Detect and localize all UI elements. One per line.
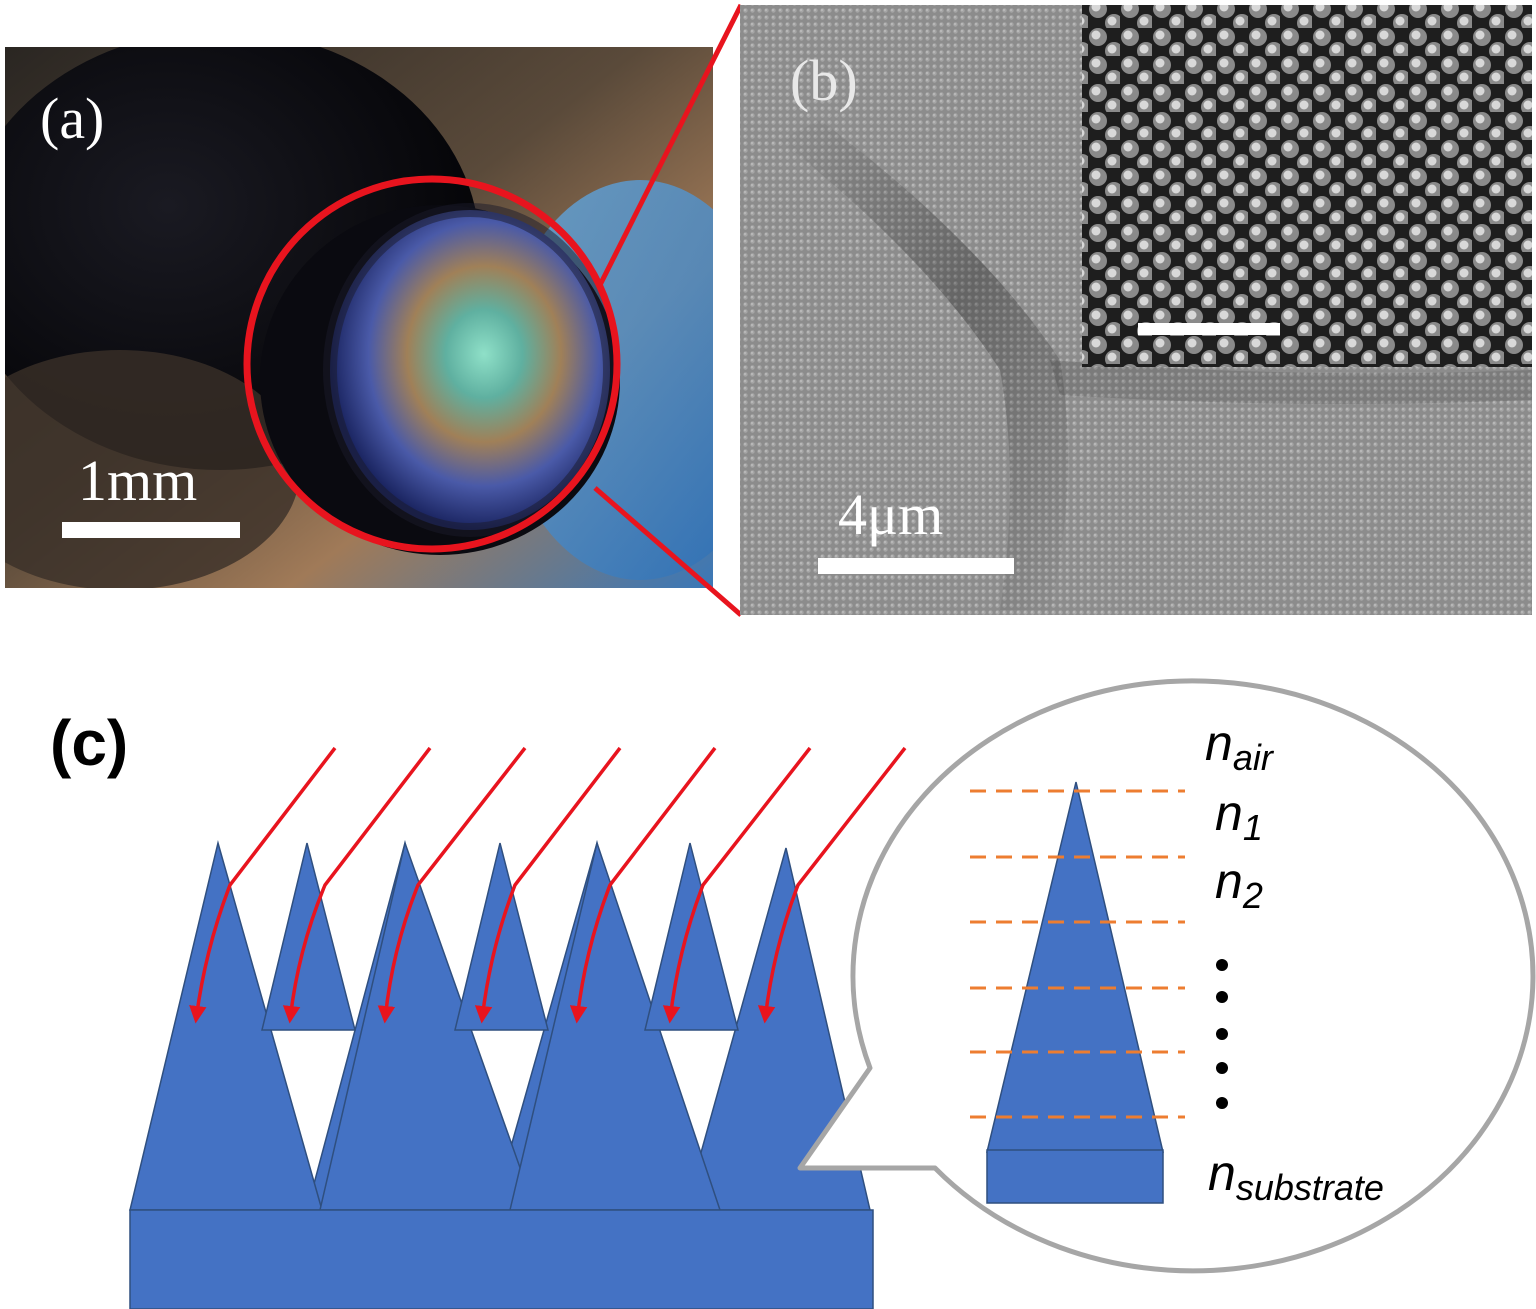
zoom-line-top (597, 3, 744, 287)
label-n-1: n1 (1215, 785, 1263, 848)
zoom-circle (243, 175, 621, 553)
ray (569, 746, 717, 1024)
substrate-block (129, 1209, 874, 1309)
panel-b-inset (1082, 5, 1532, 367)
cone-array (129, 840, 871, 1211)
panel-b-scale-text: 4μm (838, 482, 943, 547)
ray (377, 746, 527, 1024)
ellipsis-dot (1216, 1097, 1228, 1109)
label-n-2: n2 (1215, 853, 1263, 916)
ray (189, 746, 337, 1024)
ellipsis-dots (1216, 959, 1228, 1109)
light-rays (189, 746, 907, 1024)
ray (282, 746, 432, 1024)
zoom-line-bottom (593, 486, 743, 617)
panel-a-label: (a) (40, 86, 104, 151)
label-n-air: nair (1205, 715, 1275, 778)
panel-b-scale-bar (818, 558, 1014, 574)
callout-bubble (797, 678, 1536, 1274)
ellipsis-dot (1216, 1062, 1228, 1074)
ellipsis-dot (1216, 959, 1228, 971)
ray (757, 746, 907, 1024)
cone (454, 842, 549, 1031)
panel-a-scale-text: 1mm (78, 448, 197, 513)
index-layers (970, 789, 1185, 1119)
panel-b-label: (b) (790, 48, 858, 113)
panel-c-label: (c) (50, 707, 128, 779)
cone (644, 842, 739, 1031)
callout-substrate (986, 1149, 1164, 1204)
ellipsis-dot (1216, 1028, 1228, 1040)
panel-a-photo (5, 47, 713, 588)
ray (662, 746, 812, 1024)
ellipsis-dot (1216, 991, 1228, 1003)
label-n-substrate: nsubstrate (1208, 1145, 1384, 1208)
ray (474, 746, 622, 1024)
panel-a-scale-bar (62, 522, 240, 538)
